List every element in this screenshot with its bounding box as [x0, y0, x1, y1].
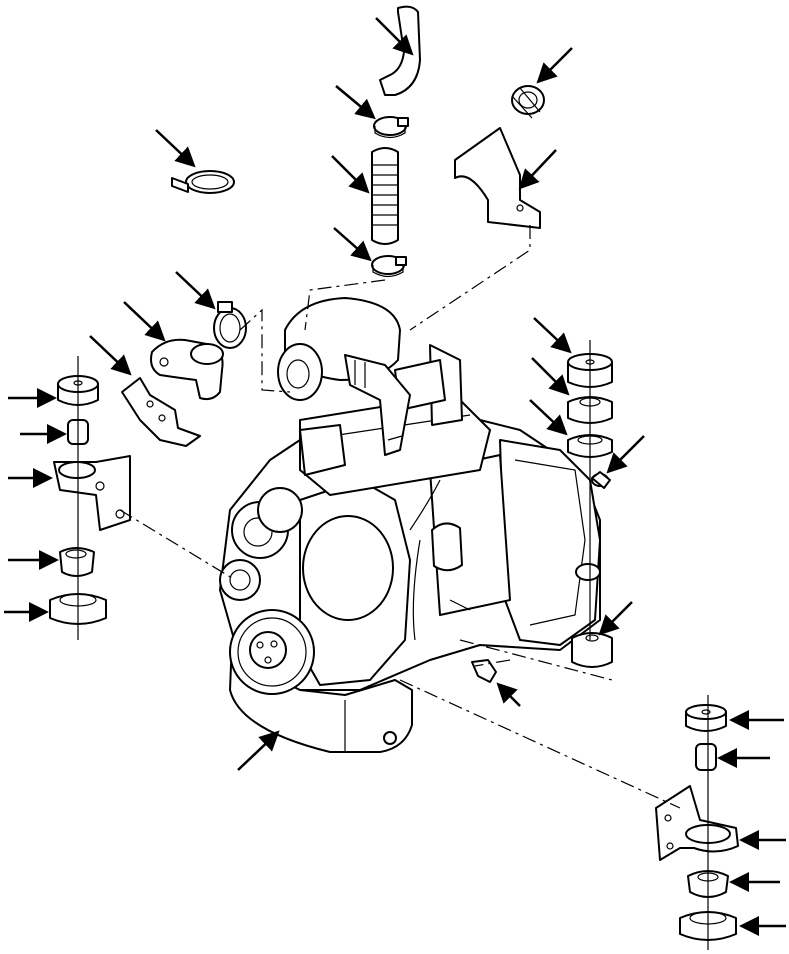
right-upper-mount-stack — [567, 340, 613, 668]
arrow-pointer-icon — [531, 357, 570, 396]
arrow-pointer-icon — [237, 730, 280, 771]
callout-arrows — [4, 17, 786, 936]
hose-bracket — [454, 127, 541, 229]
ring-clamp — [213, 301, 247, 349]
upper-elbow-hose — [379, 5, 421, 96]
arrow-pointer-icon — [536, 47, 573, 84]
arrow-pointer-icon — [89, 335, 132, 376]
arrow-pointer-icon — [333, 227, 372, 262]
band-clamp — [171, 170, 235, 194]
engine-block — [219, 344, 609, 753]
turbocharger — [277, 297, 411, 456]
flywheel-housing — [499, 439, 601, 646]
corrugated-hose — [371, 147, 399, 245]
arrow-pointer-icon — [518, 149, 557, 190]
arrow-pointer-icon — [123, 301, 166, 342]
right-lower-mount-stack — [655, 695, 739, 950]
hose-clamp-lower — [371, 255, 407, 278]
spring-clamp — [511, 85, 545, 119]
arrow-pointer-icon — [496, 682, 521, 707]
arrow-pointer-icon — [598, 601, 633, 636]
left-mount-stack — [49, 356, 131, 640]
arrow-pointer-icon — [335, 85, 376, 120]
arrow-pointer-icon — [375, 17, 414, 56]
arrow-pointer-icon — [155, 129, 196, 168]
intake-elbow — [150, 338, 224, 401]
wire-clip — [471, 659, 497, 683]
arrow-pointer-icon — [606, 435, 645, 474]
assembly-lines — [119, 225, 681, 809]
arrow-pointer-icon — [533, 317, 572, 354]
arrow-pointer-icon — [175, 271, 216, 310]
arrow-pointer-icon — [529, 399, 568, 436]
elbow-bracket — [121, 377, 201, 447]
fuel-filter — [431, 522, 463, 572]
arrow-pointer-icon — [331, 155, 370, 194]
hose-clamp-upper — [373, 116, 409, 139]
oil-pan — [229, 639, 413, 753]
